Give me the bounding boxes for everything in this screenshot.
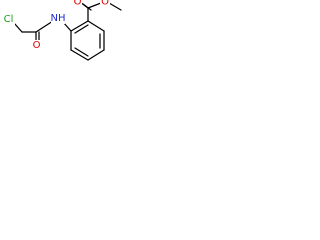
atom-labels: Cl O NH O O <box>2 0 110 51</box>
ring-bond-2 <box>87 20 105 32</box>
bond-ester-o-methyl <box>108 2 122 11</box>
ester-o-label-bg <box>100 0 110 7</box>
carbonyl-oxygen-atom-label: O <box>33 40 41 51</box>
chlorine-atom-label: Cl <box>4 14 14 25</box>
nh-label-bg <box>51 13 65 24</box>
bond-ester-c-o-double-b <box>82 3 92 11</box>
ring-inner-double-1 <box>74 24 89 34</box>
ester-carbonyl-o-label-bg <box>73 0 82 7</box>
chemical-structure-diagram: Cl O NH O O <box>2 0 122 61</box>
cl-label-bg <box>2 14 15 25</box>
ring-bond-4 <box>87 49 105 61</box>
bond-ester-c-o-single <box>87 2 102 9</box>
ester-oxygen-atom-label: O <box>101 0 109 8</box>
bonds <box>13 1 122 61</box>
ring-bond-1 <box>70 20 89 32</box>
ring-bond-5 <box>70 49 89 61</box>
ring-inner-double-3 <box>74 47 89 57</box>
ester-carbonyl-oxygen-atom-label: O <box>74 0 82 8</box>
carbonyl-o-label-bg <box>32 40 41 51</box>
amide-nitrogen-atom-label: NH <box>51 13 66 24</box>
bond-cl-ch2 <box>13 22 23 33</box>
bond-carbonyl-c-n <box>35 20 54 33</box>
